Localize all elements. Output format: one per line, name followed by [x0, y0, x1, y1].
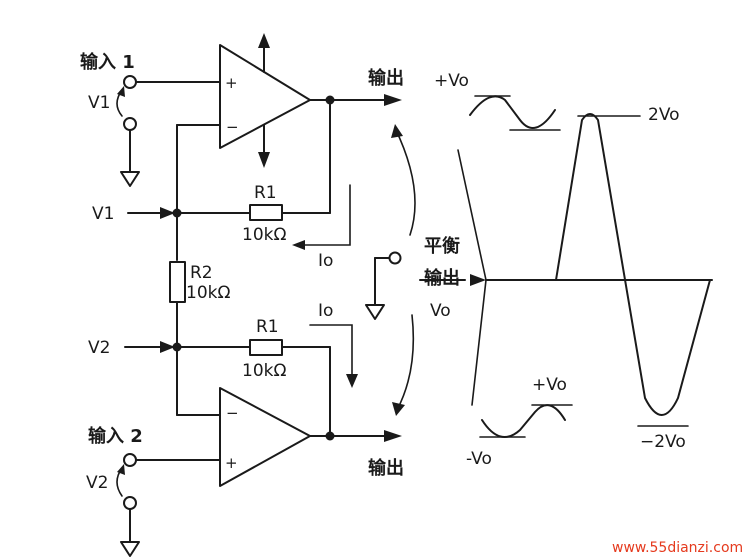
- wave-funnel-lower: [471, 279, 487, 406]
- balanced-line1: 平衡: [424, 235, 460, 257]
- plus-vo-bot: +Vo: [532, 375, 567, 395]
- wave-big: [555, 113, 711, 416]
- plus-vo-top: +Vo: [434, 71, 469, 91]
- opamp-bot-minus-sign: −: [226, 404, 239, 422]
- ground-icon: [365, 304, 385, 320]
- arrow-right-icon: [384, 94, 402, 106]
- arrow-right-icon: [160, 341, 175, 353]
- arrow-right-icon: [384, 430, 402, 442]
- arrow-right-icon: [160, 207, 175, 219]
- opamp-top-plus-sign: +: [225, 74, 238, 92]
- r1-bot-value: 10kΩ: [242, 361, 286, 381]
- opamp-bot: [219, 387, 311, 487]
- minus-two-vo: −2Vo: [640, 432, 686, 452]
- r2-value: 10kΩ: [186, 283, 230, 303]
- input1-label: 输入 1: [80, 51, 135, 73]
- input2-label: 输入 2: [88, 425, 143, 447]
- two-vo: 2Vo: [648, 105, 680, 125]
- io-bot-label: Io: [318, 301, 333, 321]
- arrow-up-icon: [391, 124, 403, 138]
- wave-bot-small: [481, 404, 566, 439]
- output-bot-label: 输出: [368, 457, 404, 479]
- opamp-top: [219, 44, 311, 149]
- io-bot-path: [309, 324, 353, 381]
- arrow-down-icon: [346, 374, 358, 388]
- input1-ground-terminal[interactable]: [123, 117, 137, 131]
- r1-top-name: R1: [254, 183, 277, 203]
- v1-node-label: V1: [92, 204, 114, 224]
- resistor-r2: [169, 261, 186, 303]
- r1-bot-name: R1: [256, 317, 279, 337]
- r1-top-value: 10kΩ: [242, 225, 286, 245]
- arrow-icon: [117, 464, 125, 475]
- minus-vo: -Vo: [466, 449, 492, 469]
- opamp-top-minus-sign: −: [226, 118, 239, 136]
- wave-funnel-upper: [457, 149, 487, 281]
- v1-source-label: V1: [88, 93, 110, 113]
- v2-source-label: V2: [86, 473, 108, 493]
- watermark: www.55dianzi.com: [612, 540, 743, 556]
- wave-top-small: [469, 95, 556, 129]
- resistor-r1-bot: [249, 339, 283, 356]
- arrow-left-icon: [292, 240, 305, 250]
- arrow-right-icon: [470, 274, 486, 286]
- ground-icon: [120, 541, 140, 557]
- r2-name: R2: [190, 263, 213, 283]
- balanced-terminal[interactable]: [388, 251, 402, 265]
- arrow-down-icon: [392, 402, 405, 416]
- io-top-label: Io: [318, 251, 333, 271]
- opamp-bot-plus-sign: +: [225, 454, 238, 472]
- balanced-line2: 输出: [424, 267, 460, 289]
- output-top-label: 输出: [368, 67, 404, 89]
- node-output-bot: [325, 431, 335, 441]
- balanced-arc-top: [394, 127, 416, 236]
- arrow-icon: [117, 86, 125, 97]
- arrow-up-icon: [258, 33, 270, 48]
- v2-node-label: V2: [88, 338, 110, 358]
- ground-icon: [120, 171, 140, 187]
- input2-terminal[interactable]: [123, 453, 137, 467]
- input1-terminal[interactable]: [123, 75, 137, 89]
- arrow-down-icon: [258, 152, 270, 168]
- balanced-line3: Vo: [430, 301, 451, 321]
- resistor-r1-top: [249, 204, 283, 221]
- balanced-arc-bot: [396, 314, 415, 411]
- io-top-path: [299, 184, 351, 246]
- input2-ground-terminal[interactable]: [123, 496, 137, 510]
